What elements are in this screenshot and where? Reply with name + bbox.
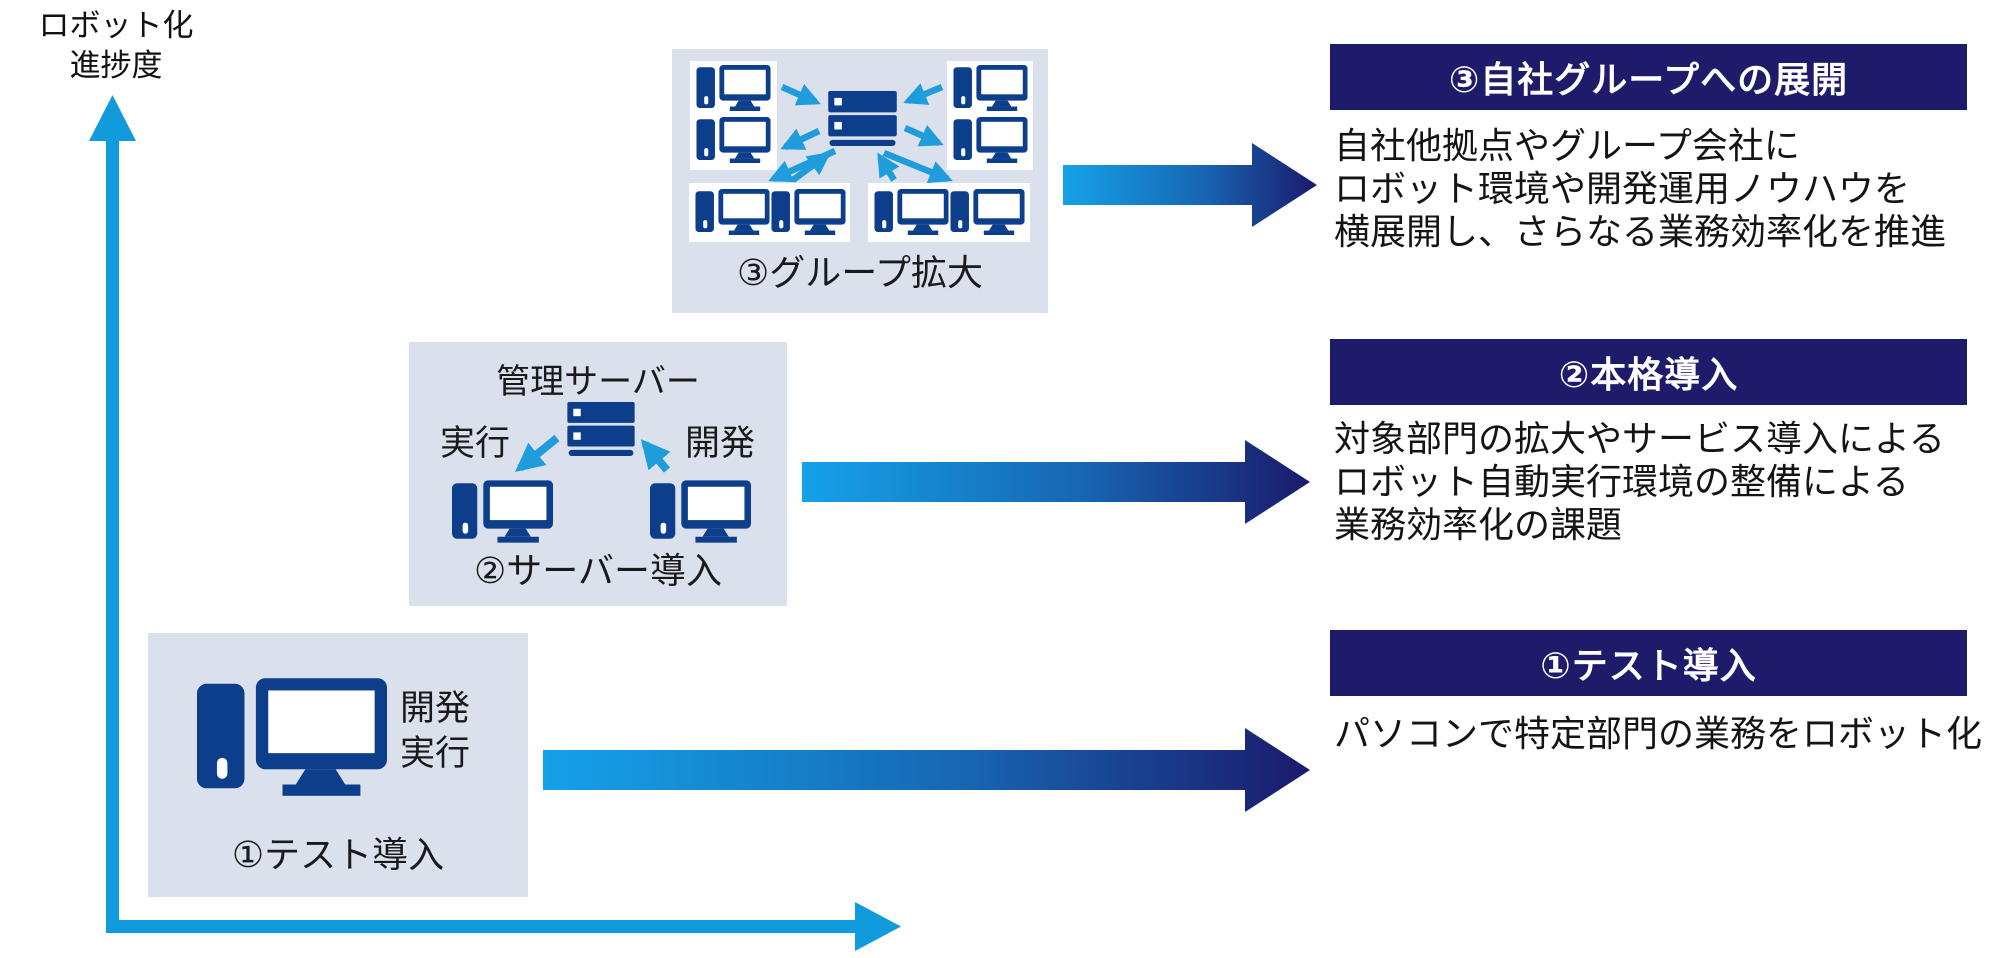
stage2-header-bar: ②本格導入 <box>1330 339 1967 405</box>
stage2-box-label: ②サーバー導入 <box>474 550 722 591</box>
server-to-tr-arrow <box>903 124 944 147</box>
stage3-description-line: 横展開し、さらなる業務効率化を推進 <box>1334 211 1947 252</box>
y-axis-arrow <box>89 95 136 933</box>
stage2-box-title: 管理サーバー <box>496 363 700 401</box>
stage1-box: 開発 実行 ①テスト導入 <box>148 633 528 897</box>
y-axis-label-line2: 進捗度 <box>69 48 163 83</box>
stage2-description-line: 業務効率化の課題 <box>1334 504 1623 545</box>
stage2-description: 対象部門の拡大やサービス導入による ロボット自動実行環境の整備による 業務効率化… <box>1334 417 1945 546</box>
flow-arrow-stage3 <box>1063 143 1317 227</box>
computer-icon <box>197 678 387 796</box>
server-to-br-arrow <box>882 149 953 183</box>
flow-arrow-stage2 <box>802 440 1310 524</box>
stage2-dev-label: 開発 <box>685 424 756 463</box>
x-axis-arrow <box>106 902 901 951</box>
flow-arrow-stage1 <box>543 728 1310 812</box>
stage1-dev-run-text: 開発 実行 <box>400 686 470 776</box>
stage2-description-line: ロボット自動実行環境の整備による <box>1334 461 1909 502</box>
stage3-description-line: 自社他拠点やグループ会社に <box>1334 125 1800 166</box>
stage1-description-line: パソコンで特定部門の業務をロボット化 <box>1334 713 1983 754</box>
tr-to-server-arrow <box>903 83 944 105</box>
stage3-header-text: ③自社グループへの展開 <box>1448 59 1849 100</box>
stage3-connection-arrows <box>768 83 953 183</box>
stage3-description-line: ロボット環境や開発運用ノウハウを <box>1334 168 1911 209</box>
stage3-header-bar: ③自社グループへの展開 <box>1330 44 1967 110</box>
dev-pc-to-server-arrow <box>640 439 671 473</box>
y-axis-label-line1: ロボット化 <box>38 8 194 43</box>
stage1-run-label: 実行 <box>400 734 471 773</box>
tl-to-server-arrow <box>780 83 821 106</box>
stage1-description: パソコンで特定部門の業務をロボット化 <box>1334 712 1982 755</box>
server-to-run-pc-arrow <box>515 434 560 473</box>
stage2-connection-arrows <box>515 434 671 473</box>
stage3-box-label: ③グループ拡大 <box>736 252 984 293</box>
stage2-description-line: 対象部門の拡大やサービス導入による <box>1334 418 1945 459</box>
bl-to-server-arrow <box>791 151 832 183</box>
server-to-tl-arrow <box>780 128 821 150</box>
stage3-description: 自社他拠点やグループ会社に ロボット環境や開発運用ノウハウを 横展開し、さらなる… <box>1334 124 1946 253</box>
stage2-run-label: 実行 <box>440 424 511 463</box>
stage1-header-text: ①テスト導入 <box>1540 645 1757 686</box>
br-to-server-arrow <box>877 152 900 182</box>
stage2-header-text: ②本格導入 <box>1558 354 1739 395</box>
y-axis-label: ロボット化 進捗度 <box>6 6 226 86</box>
stage1-dev-label: 開発 <box>400 689 471 728</box>
stage1-box-label: ①テスト導入 <box>231 834 445 875</box>
stage1-header-bar: ①テスト導入 <box>1330 630 1967 696</box>
stage3-box: ③グループ拡大 <box>672 49 1048 313</box>
stage2-box: 管理サーバー 実行 開発 ②サーバー導入 <box>409 342 787 606</box>
